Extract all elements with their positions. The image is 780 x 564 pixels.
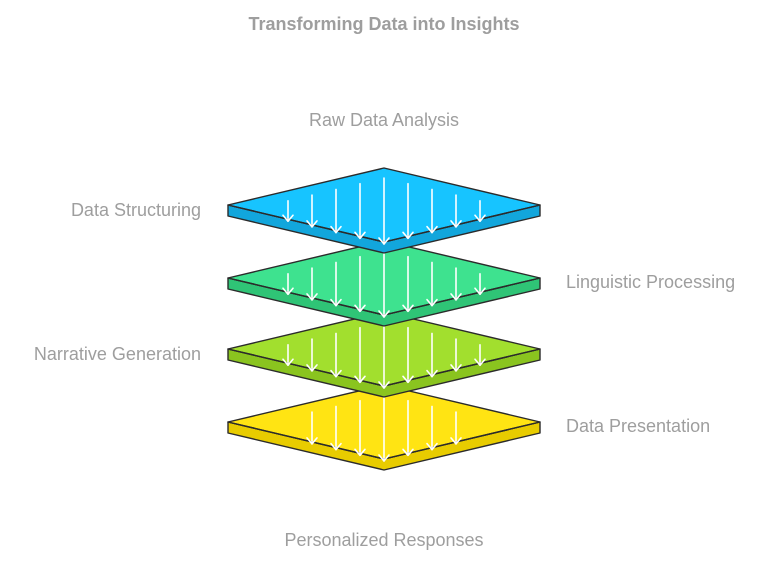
down-arrow-icon (354, 255, 366, 313)
down-arrow-icon (330, 405, 342, 451)
down-arrow-icon (450, 411, 462, 445)
layer-label-data-presentation: Data Presentation (566, 416, 710, 436)
down-arrow-icon (282, 272, 294, 296)
layer-arrows-linguistic-processing (282, 250, 486, 318)
down-arrow-icon (474, 343, 486, 367)
down-arrow-icon (378, 250, 390, 318)
down-arrow-icon (402, 326, 414, 384)
down-arrow-icon (354, 326, 366, 384)
down-arrow-icon (378, 177, 390, 245)
down-arrow-icon (306, 194, 318, 228)
down-arrow-icon (330, 188, 342, 234)
down-arrow-icon (450, 194, 462, 228)
layer-arrows-data-presentation (306, 394, 462, 462)
layer-arrows-data-structuring (282, 177, 486, 245)
down-arrow-icon (426, 188, 438, 234)
down-arrow-icon (306, 411, 318, 445)
down-arrow-icon (330, 332, 342, 378)
down-arrow-icon (426, 332, 438, 378)
layer-label-linguistic-processing: Linguistic Processing (566, 272, 735, 292)
down-arrow-icon (450, 338, 462, 372)
down-arrow-icon (306, 338, 318, 372)
down-arrow-icon (378, 321, 390, 389)
down-arrow-icon (282, 199, 294, 223)
layer-label-narrative-generation: Narrative Generation (34, 344, 201, 364)
down-arrow-icon (474, 199, 486, 223)
down-arrow-icon (402, 399, 414, 457)
down-arrow-icon (474, 272, 486, 296)
down-arrow-icon (402, 255, 414, 313)
down-arrow-icon (378, 394, 390, 462)
top-label: Raw Data Analysis (309, 110, 459, 130)
down-arrow-icon (426, 261, 438, 307)
down-arrow-icon (426, 405, 438, 451)
down-arrow-icon (450, 267, 462, 301)
down-arrow-icon (306, 267, 318, 301)
diagram-title: Transforming Data into Insights (248, 14, 519, 34)
down-arrow-icon (354, 399, 366, 457)
layer-label-data-structuring: Data Structuring (71, 200, 201, 220)
layer-stack (227, 167, 541, 471)
down-arrow-icon (282, 343, 294, 367)
down-arrow-icon (354, 182, 366, 240)
down-arrow-icon (402, 182, 414, 240)
down-arrow-icon (330, 261, 342, 307)
bottom-label: Personalized Responses (284, 530, 483, 550)
layer-arrows-narrative-generation (282, 321, 486, 389)
